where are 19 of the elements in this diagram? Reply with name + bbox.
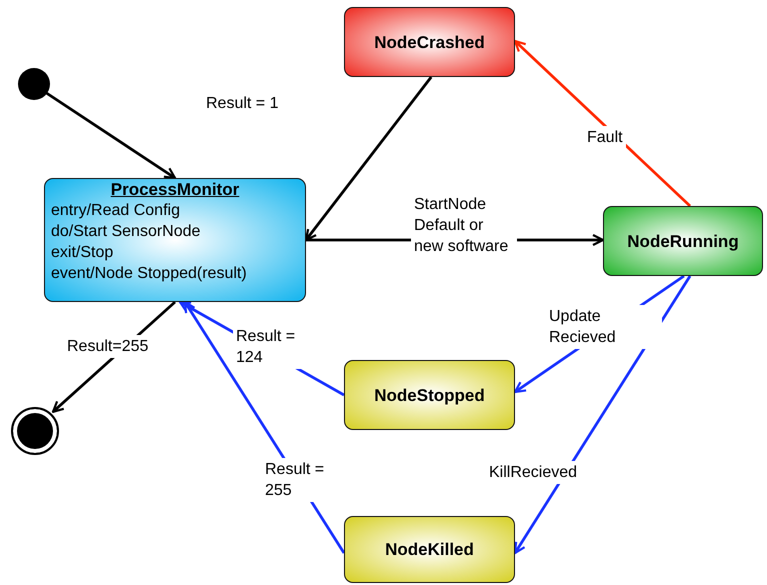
initial-state-circle (18, 68, 50, 100)
state-action: exit/Stop (51, 243, 114, 263)
final-state-circle (11, 407, 59, 455)
state-box (344, 360, 515, 430)
state-box (344, 7, 515, 77)
state-action: do/Start SensorNode (51, 222, 200, 242)
transition-arrow (44, 90, 176, 180)
state-action: event/Node Stopped(result) (51, 264, 247, 284)
state-name: NodeKilled (385, 539, 474, 560)
state-box (44, 178, 306, 302)
transition-arrow (514, 40, 691, 208)
state-action: entry/Read Config (51, 201, 180, 221)
transition-arrow (304, 76, 432, 242)
state-name: ProcessMonitor (110, 179, 240, 200)
state-box (344, 516, 515, 583)
state-name: NodeCrashed (374, 32, 485, 52)
state-box (603, 206, 763, 276)
state-name: NodeRunning (627, 230, 739, 252)
state-name: NodeStopped (374, 384, 485, 406)
